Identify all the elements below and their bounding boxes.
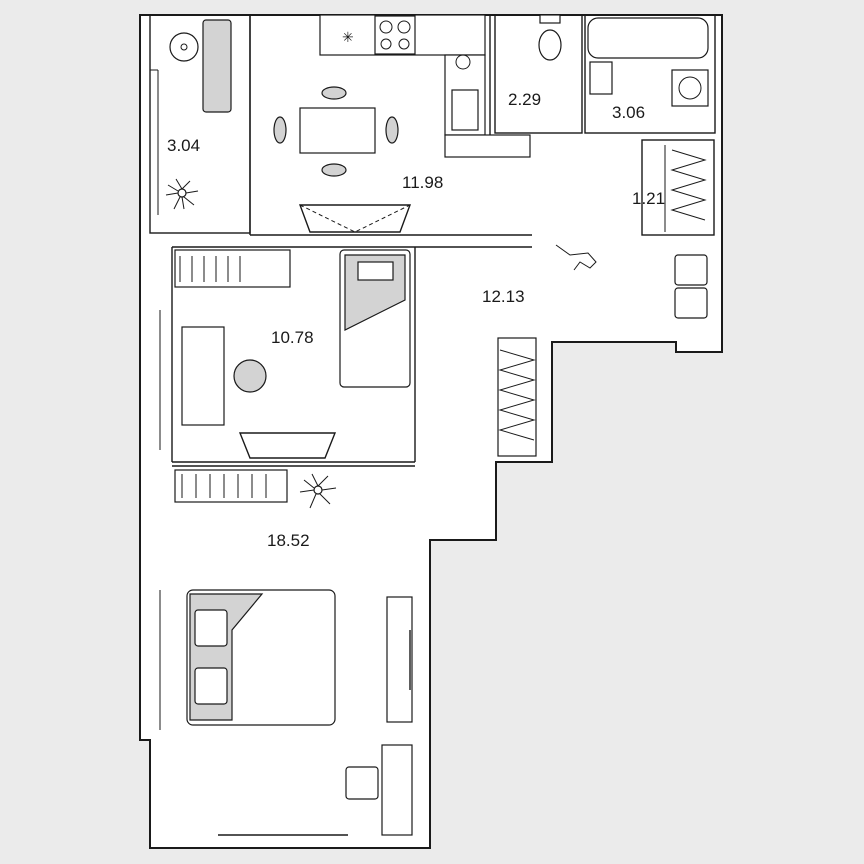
closet-room [641,139,715,236]
area-label-room-large: 18.52 [267,531,310,550]
large-room-wardrobe [174,469,288,503]
office-chair [233,359,267,393]
plant-icon [299,473,337,509]
kitchen-window [298,204,412,233]
bathtub-icon [587,17,709,59]
area-label-hall: 12.13 [482,287,525,306]
plant-icon [165,178,199,210]
sofa-icon [202,19,232,113]
area-label-kitchen: 11.98 [402,173,443,192]
area-label-bathroom: 3.06 [612,103,645,122]
hall-wardrobe [497,337,537,457]
svg-text:✳: ✳ [342,29,354,45]
area-label-toilet: 2.29 [508,90,541,109]
table-icon [169,32,199,62]
area-label-closet: 1.21 [632,189,665,208]
toilet-room [494,14,583,134]
dog-icon [555,244,597,271]
dining-table [299,107,376,154]
hob-icon [374,15,416,55]
bathroom-room [584,14,716,134]
area-label-room-small: 10.78 [271,328,314,347]
small-room-wardrobe [174,249,291,288]
tv-stand [386,596,413,723]
area-label-balcony: 3.04 [167,136,200,155]
desk [181,326,225,426]
sink-icon [451,89,479,131]
toilet-icon [538,29,562,61]
